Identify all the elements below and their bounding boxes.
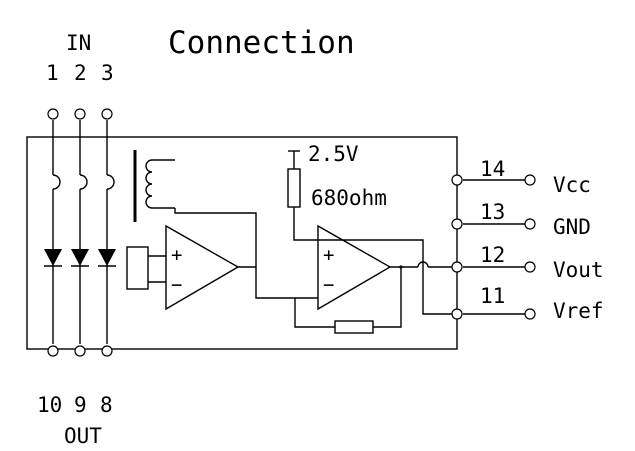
pin-number-12: 12 — [480, 243, 505, 267]
diode-2-icon — [71, 249, 89, 266]
pin-14-edge-terminal — [451, 174, 463, 186]
pin-12-terminal — [524, 261, 536, 273]
primary-conductor-3 — [106, 120, 115, 344]
sensing-coil-icon — [145, 159, 175, 209]
pin-11-terminal — [524, 308, 536, 320]
pin-number-9: 9 — [74, 393, 87, 417]
resistor-680ohm-icon — [287, 168, 301, 208]
diode-3-icon — [98, 249, 116, 266]
pin-number-8: 8 — [100, 393, 113, 417]
opamp-2-minus: − — [323, 274, 334, 296]
opamp-2-icon — [317, 224, 392, 311]
pin-label-gnd: GND — [553, 215, 591, 239]
pin-12-edge-terminal — [451, 261, 463, 273]
opamp-1-icon — [165, 224, 240, 311]
input-group-label: IN — [66, 31, 91, 55]
pin-13-edge-terminal — [451, 218, 463, 230]
output-terminal-10 — [47, 345, 59, 357]
pin-number-10: 10 — [37, 393, 62, 417]
pin-14-terminal — [524, 174, 536, 186]
primary-conductor-1 — [52, 120, 61, 344]
output-group-label: OUT — [64, 424, 102, 448]
diode-1-icon — [44, 249, 62, 266]
pin-13-terminal — [524, 218, 536, 230]
primary-conductor-2 — [79, 120, 88, 344]
input-terminal-1 — [47, 108, 59, 120]
input-terminal-2 — [74, 108, 86, 120]
input-terminal-3 — [101, 108, 113, 120]
feedback-resistor-icon — [334, 320, 374, 334]
module-outline — [26, 136, 458, 350]
pin-number-14: 14 — [480, 157, 505, 181]
output-terminal-9 — [74, 345, 86, 357]
output-terminal-8 — [101, 345, 113, 357]
resistor-value-label: 680ohm — [311, 186, 387, 210]
opamp-1-minus: − — [171, 274, 182, 296]
pin-number-13: 13 — [480, 200, 505, 224]
pin-label-vout: Vout — [553, 258, 604, 282]
pin-label-vref: Vref — [553, 299, 604, 323]
reference-voltage-label: 2.5V — [308, 142, 359, 166]
pin-number-2: 2 — [74, 61, 87, 85]
pin-number-3: 3 — [101, 61, 114, 85]
opamp-1-plus: + — [171, 244, 182, 266]
pin-11-edge-terminal — [451, 308, 463, 320]
hall-sensor-element — [126, 246, 149, 290]
diagram-title: Connection — [168, 25, 355, 61]
pin-number-11: 11 — [480, 284, 505, 308]
opamp-2-plus: + — [323, 244, 334, 266]
pin-number-1: 1 — [46, 61, 59, 85]
pin-label-vcc: Vcc — [553, 173, 591, 197]
